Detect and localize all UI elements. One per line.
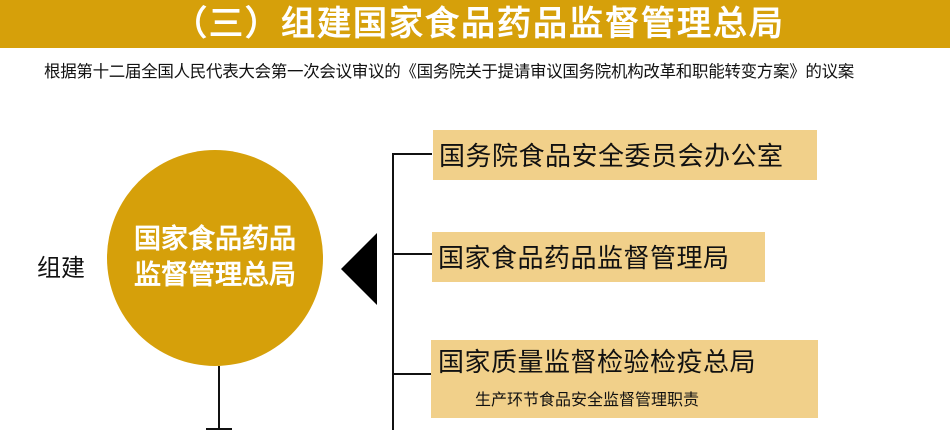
subtitle: 根据第十二届全国人民代表大会第一次会议审议的《国务院关于提请审议国务院机构改革和…	[44, 62, 855, 81]
center-node-line-2: 监督管理总局	[134, 260, 296, 291]
source-agency-title: 国家质量监督检验检疫总局	[438, 348, 757, 378]
center-node-line-1: 国家食品药品	[134, 224, 296, 255]
action-label: 组建	[37, 254, 85, 282]
bracket-line	[392, 153, 394, 430]
bracket-branch-1	[392, 153, 432, 155]
source-agency-title: 国家食品药品监督管理局	[438, 244, 730, 274]
source-agency-title: 国务院食品安全委员会办公室	[439, 142, 784, 172]
title-banner: （三）组建国家食品药品监督管理总局	[0, 0, 950, 48]
source-agency-box-1: 国务院食品安全委员会办公室	[433, 130, 817, 180]
bracket-branch-3	[392, 373, 432, 375]
source-agency-box-3: 国家质量监督检验检疫总局 生产环节食品安全监督管理职责	[431, 340, 818, 418]
source-agency-box-2: 国家食品药品监督管理局	[432, 232, 765, 282]
page-title: （三）组建国家食品药品监督管理总局	[173, 4, 785, 44]
center-node-circle: 国家食品药品 监督管理总局	[107, 150, 323, 366]
source-agency-note: 生产环节食品安全监督管理职责	[475, 390, 700, 409]
bracket-branch-2	[392, 253, 432, 255]
connector-stem	[218, 366, 220, 430]
arrow-left-icon	[341, 233, 377, 305]
connector-stem-foot	[206, 428, 232, 430]
